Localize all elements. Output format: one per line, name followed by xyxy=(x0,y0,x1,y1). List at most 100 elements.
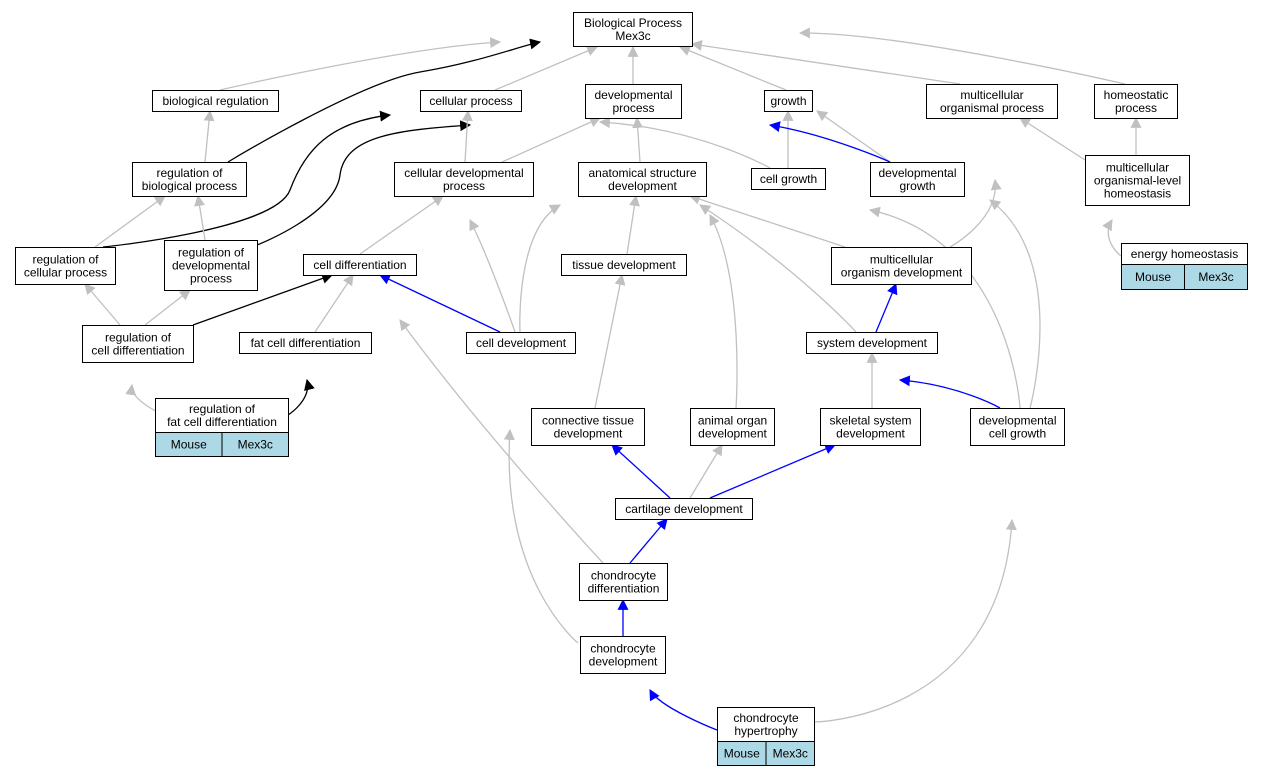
node-label-line: hypertrophy xyxy=(734,724,797,738)
node-label-line: developmental xyxy=(878,166,956,180)
node-box xyxy=(152,90,279,112)
edge-is_a-regcelldiff-to-regdev xyxy=(144,289,191,326)
edge-is_a-chondev-to-celldev xyxy=(503,428,579,644)
edge-layer xyxy=(84,27,1142,731)
node-label-line: regulation of xyxy=(32,253,99,267)
node-box xyxy=(573,12,693,47)
annotation-label: Mouse xyxy=(171,438,207,452)
edge-is_a-regbio-to-bioreg xyxy=(203,109,215,163)
node-label-line: development xyxy=(698,427,767,441)
go-term-node-fatdiff[interactable]: fat cell differentiation xyxy=(239,332,372,354)
go-term-node-growth[interactable]: growth xyxy=(764,90,813,112)
edge-is_a-chonhyp-to-devcellgrowth xyxy=(813,518,1017,723)
edge-is_a-regcell-to-regbio xyxy=(94,195,166,248)
node-label-line: multicellular xyxy=(1106,161,1169,175)
node-box xyxy=(132,162,247,197)
go-term-node-bioreg[interactable]: biological regulation xyxy=(152,90,279,112)
annotation-cell xyxy=(1184,264,1248,290)
edge-is_a-conndev-to-tissuedev xyxy=(594,273,626,409)
node-label-line: differentiation xyxy=(588,582,660,596)
node-label-line: development xyxy=(554,427,623,441)
annotation-label: Mex3c xyxy=(773,747,808,761)
node-box xyxy=(690,408,775,446)
go-term-node-sysdev[interactable]: system development xyxy=(806,332,938,354)
edge-part_of-cartdev-to-skeldev xyxy=(709,443,837,499)
node-label-line: cell development xyxy=(476,336,567,350)
go-term-node-celldev[interactable]: cell development xyxy=(466,332,576,354)
edge-regulates-regcell-to-cellproc xyxy=(102,110,392,248)
node-label-line: cell growth xyxy=(989,427,1046,441)
node-label-line: chondrocyte xyxy=(733,711,799,725)
node-label-line: process xyxy=(190,272,232,286)
go-term-node-celldiff[interactable]: cell differentiation xyxy=(303,254,417,276)
node-label-line: tissue development xyxy=(572,258,676,272)
edge-is_a-multiproc-to-bp xyxy=(690,40,961,85)
edge-is_a-growth-to-bp xyxy=(678,45,787,91)
go-term-node-cartdev[interactable]: cartilage development xyxy=(615,498,753,520)
node-label-line: biological process xyxy=(142,179,237,193)
node-label-line: fat cell differentiation xyxy=(167,415,277,429)
node-label-line: process xyxy=(1115,101,1157,115)
edge-is_a-anatdev-to-devproc xyxy=(632,116,644,163)
edge-is_a-cellgrowth-to-cellproc xyxy=(598,117,771,169)
node-label-line: developmental xyxy=(172,259,250,273)
edge-is_a-multihomeo-to-multiproc xyxy=(1019,117,1086,161)
edge-is_a-devcellgrowth-to-devgrowth xyxy=(989,199,1041,409)
annotation-label: Mouse xyxy=(1135,270,1171,284)
node-box xyxy=(926,84,1058,119)
edge-is_a-organdev-to-anatdev xyxy=(709,214,738,409)
node-box xyxy=(579,563,668,601)
node-label-line: Mex3c xyxy=(615,29,650,43)
node-label-line: growth xyxy=(899,179,935,193)
annotation-cell xyxy=(717,741,767,766)
edge-is_a-cellproc-to-bp xyxy=(494,45,599,91)
edge-is_a-devgrowth-to-growth xyxy=(816,110,891,163)
node-label-line: energy homeostasis xyxy=(1131,247,1238,261)
node-box xyxy=(578,162,707,197)
node-box xyxy=(580,636,666,674)
node-box xyxy=(820,408,921,446)
node-box xyxy=(466,332,576,354)
node-label-line: process xyxy=(612,101,654,115)
edge-part_of-celldev-to-celldiff xyxy=(379,274,501,333)
edge-is_a-chondiff-to-celldiff xyxy=(399,319,604,564)
go-term-node-cellgrowth[interactable]: cell growth xyxy=(751,168,826,190)
node-label-line: organism development xyxy=(841,266,963,280)
node-label-line: developmental xyxy=(594,88,672,102)
node-box xyxy=(870,162,965,197)
edge-is_a-sysdev-to-anatdev xyxy=(699,204,857,333)
node-box xyxy=(615,498,753,520)
node-label-line: chondrocyte xyxy=(591,569,657,583)
node-label-line: regulation of xyxy=(156,166,223,180)
node-label-line: cartilage development xyxy=(625,502,743,516)
edge-part_of-sysdev-to-multidev xyxy=(875,282,898,333)
go-term-node-cellproc[interactable]: cellular process xyxy=(420,90,522,112)
go-term-node-tissuedev[interactable]: tissue development xyxy=(561,254,687,276)
node-label-line: process xyxy=(443,179,485,193)
node-box xyxy=(303,254,417,276)
node-label-line: cell differentiation xyxy=(313,258,406,272)
